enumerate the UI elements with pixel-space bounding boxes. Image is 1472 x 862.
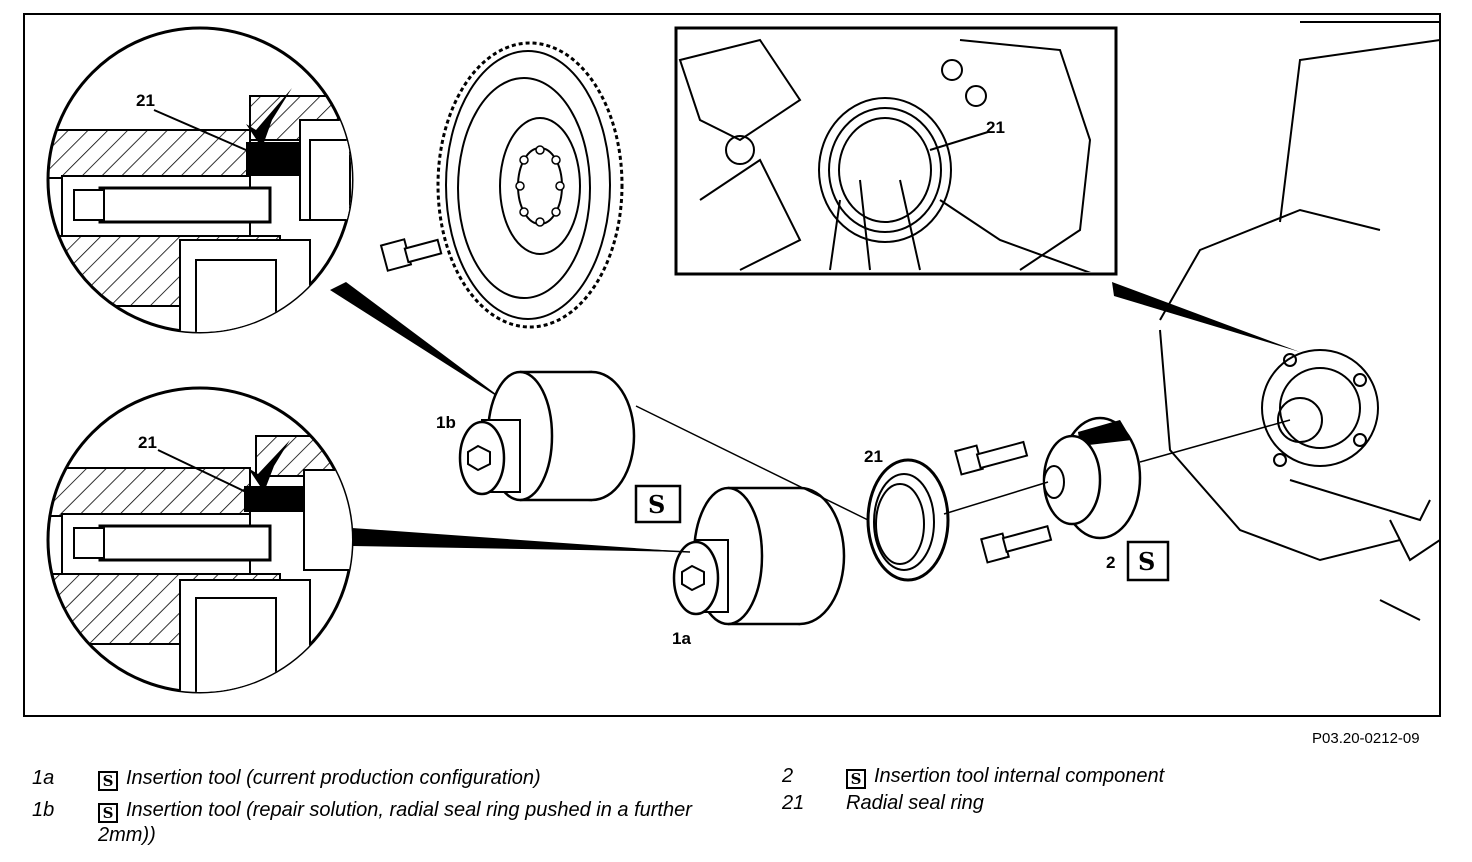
callout-seal-inset: 21 [986, 118, 1005, 137]
legend-key: 21 [782, 792, 805, 814]
insertion-tool-1a: 1a [672, 486, 846, 648]
inset-view: 21 [674, 26, 1118, 276]
legend-key: 1b [32, 799, 55, 821]
special-tool-icon [98, 771, 118, 791]
legend-text: Radial seal ring [846, 792, 984, 814]
flywheel-bolt [379, 238, 443, 272]
detail-leader-top [330, 282, 512, 406]
legend-key: 1a [32, 767, 55, 789]
insertion-tool-1b: 1b S [436, 370, 682, 524]
svg-text:S: S [648, 490, 665, 519]
callout-tool-1b: 1b [436, 413, 456, 432]
special-tool-icon [98, 803, 118, 823]
callout-seal-top: 21 [136, 91, 155, 110]
engine-block [1159, 21, 1441, 621]
figure-reference-code: P03.20-0212-09 [1312, 730, 1420, 747]
flywheel [436, 41, 624, 329]
legend-text: Insertion tool internal component [874, 765, 1165, 787]
radial-seal-ring: 21 [864, 447, 950, 582]
callout-seal-bottom: 21 [138, 433, 157, 452]
callout-tool-1a: 1a [672, 629, 691, 648]
detail-leader-bottom [352, 528, 690, 552]
inset-leader [1112, 282, 1300, 352]
callout-seal-ring: 21 [864, 447, 883, 466]
tool-bolt-lower [980, 525, 1053, 564]
assembly-axis-lines [351, 405, 1291, 553]
legend-key: 2 [782, 765, 794, 787]
special-tool-icon [846, 769, 866, 789]
legend-item-1a: 1a Insertion tool (current production co… [32, 766, 732, 791]
tool-bolt-upper [954, 440, 1029, 476]
seal-detail-bottom: 21 [46, 386, 354, 694]
legend-text: Insertion tool (repair solution, radial … [98, 799, 692, 846]
legend-text: Insertion tool (current production confi… [126, 767, 541, 789]
legend-item-21: 21 Radial seal ring [782, 791, 1422, 815]
legend-item-2: 2 Insertion tool internal component [782, 764, 1422, 789]
callout-tool-2: 2 [1106, 553, 1115, 572]
legend-item-1b: 1b Insertion tool (repair solution, radi… [32, 798, 732, 848]
insertion-tool-internal-2: S 2 [1042, 416, 1170, 582]
seal-detail-top: 21 [46, 26, 354, 334]
svg-text:S: S [1138, 547, 1155, 576]
